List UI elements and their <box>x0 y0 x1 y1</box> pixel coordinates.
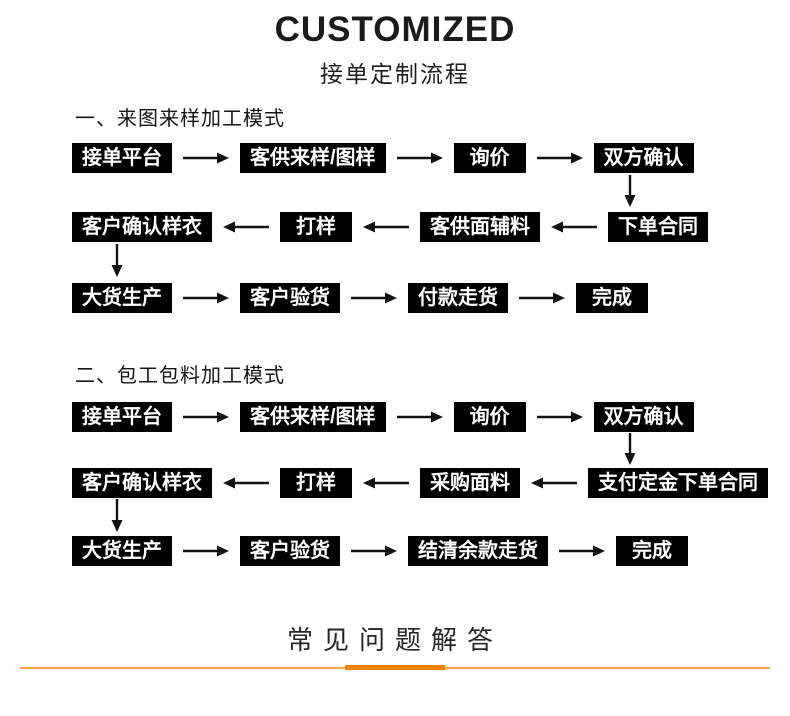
flow-row-1-1: 接单平台 客供来样/图样 询价 双方确认 <box>72 143 694 173</box>
step-customer-sample-drawing: 客供来样/图样 <box>240 143 386 173</box>
arrow-down-icon <box>624 175 636 207</box>
arrow-right-icon <box>183 292 229 304</box>
arrow-left-icon <box>223 221 269 233</box>
step-place-order-contract: 下单合同 <box>608 212 708 242</box>
step-customer-sample-drawing: 客供来样/图样 <box>240 402 386 432</box>
arrow-right-icon <box>351 545 397 557</box>
step-bulk-production: 大货生产 <box>72 283 172 313</box>
step-customer-inspection: 客户验货 <box>240 283 340 313</box>
step-both-parties-confirm: 双方确认 <box>593 143 694 173</box>
arrow-right-icon <box>396 152 443 164</box>
arrow-right-icon <box>536 152 583 164</box>
step-customer-supplied-fabric-trims: 客供面辅料 <box>420 212 540 242</box>
step-inquiry: 询价 <box>453 143 526 173</box>
arrow-right-icon <box>396 411 443 423</box>
arrow-left-icon <box>551 221 597 233</box>
arrow-down-icon <box>624 433 636 465</box>
step-done: 完成 <box>576 283 648 313</box>
step-order-platform: 接单平台 <box>72 143 172 173</box>
arrow-right-icon <box>183 545 229 557</box>
flow-row-1-2: 客户确认样衣 打样 客供面辅料 下单合同 <box>72 212 708 242</box>
arrow-right-icon <box>183 152 229 164</box>
section-1-heading: 一、来图来样加工模式 <box>75 108 285 130</box>
page-subtitle: 接单定制流程 <box>320 61 470 87</box>
arrow-left-icon <box>363 221 409 233</box>
arrow-right-icon <box>351 292 397 304</box>
section-2-heading: 二、包工包料加工模式 <box>75 365 285 387</box>
arrow-left-icon <box>363 477 409 489</box>
step-customer-inspection: 客户验货 <box>240 536 340 566</box>
arrow-left-icon <box>531 477 577 489</box>
step-pay-deposit-place-order-contract: 支付定金下单合同 <box>588 468 768 498</box>
step-customer-confirm-sample-garment: 客户确认样衣 <box>72 468 212 498</box>
step-both-parties-confirm: 双方确认 <box>593 402 694 432</box>
step-proofing: 打样 <box>280 468 352 498</box>
page-title: CUSTOMIZED <box>274 10 516 49</box>
arrow-right-icon <box>536 411 583 423</box>
flow-row-2-1: 接单平台 客供来样/图样 询价 双方确认 <box>72 402 694 432</box>
step-order-platform: 接单平台 <box>72 402 172 432</box>
arrow-down-icon <box>111 244 123 277</box>
step-settle-balance-shipping: 结清余款走货 <box>408 536 548 566</box>
faq-divider-accent <box>345 665 445 670</box>
arrow-right-icon <box>183 411 229 423</box>
step-payment-shipping: 付款走货 <box>408 283 508 313</box>
arrow-left-icon <box>223 477 269 489</box>
step-proofing: 打样 <box>280 212 352 242</box>
arrow-down-icon <box>111 499 123 532</box>
step-done: 完成 <box>616 536 688 566</box>
flow-row-2-3: 大货生产 客户验货 结清余款走货 完成 <box>72 536 688 566</box>
step-customer-confirm-sample-garment: 客户确认样衣 <box>72 212 212 242</box>
step-purchase-fabric: 采购面料 <box>420 468 520 498</box>
arrow-right-icon <box>559 545 605 557</box>
step-bulk-production: 大货生产 <box>72 536 172 566</box>
step-inquiry: 询价 <box>453 402 526 432</box>
flow-row-2-2: 客户确认样衣 打样 采购面料 支付定金下单合同 <box>72 468 768 498</box>
flow-row-1-3: 大货生产 客户验货 付款走货 完成 <box>72 283 648 313</box>
arrow-right-icon <box>519 292 565 304</box>
faq-section-title: 常见问题解答 <box>286 625 503 655</box>
